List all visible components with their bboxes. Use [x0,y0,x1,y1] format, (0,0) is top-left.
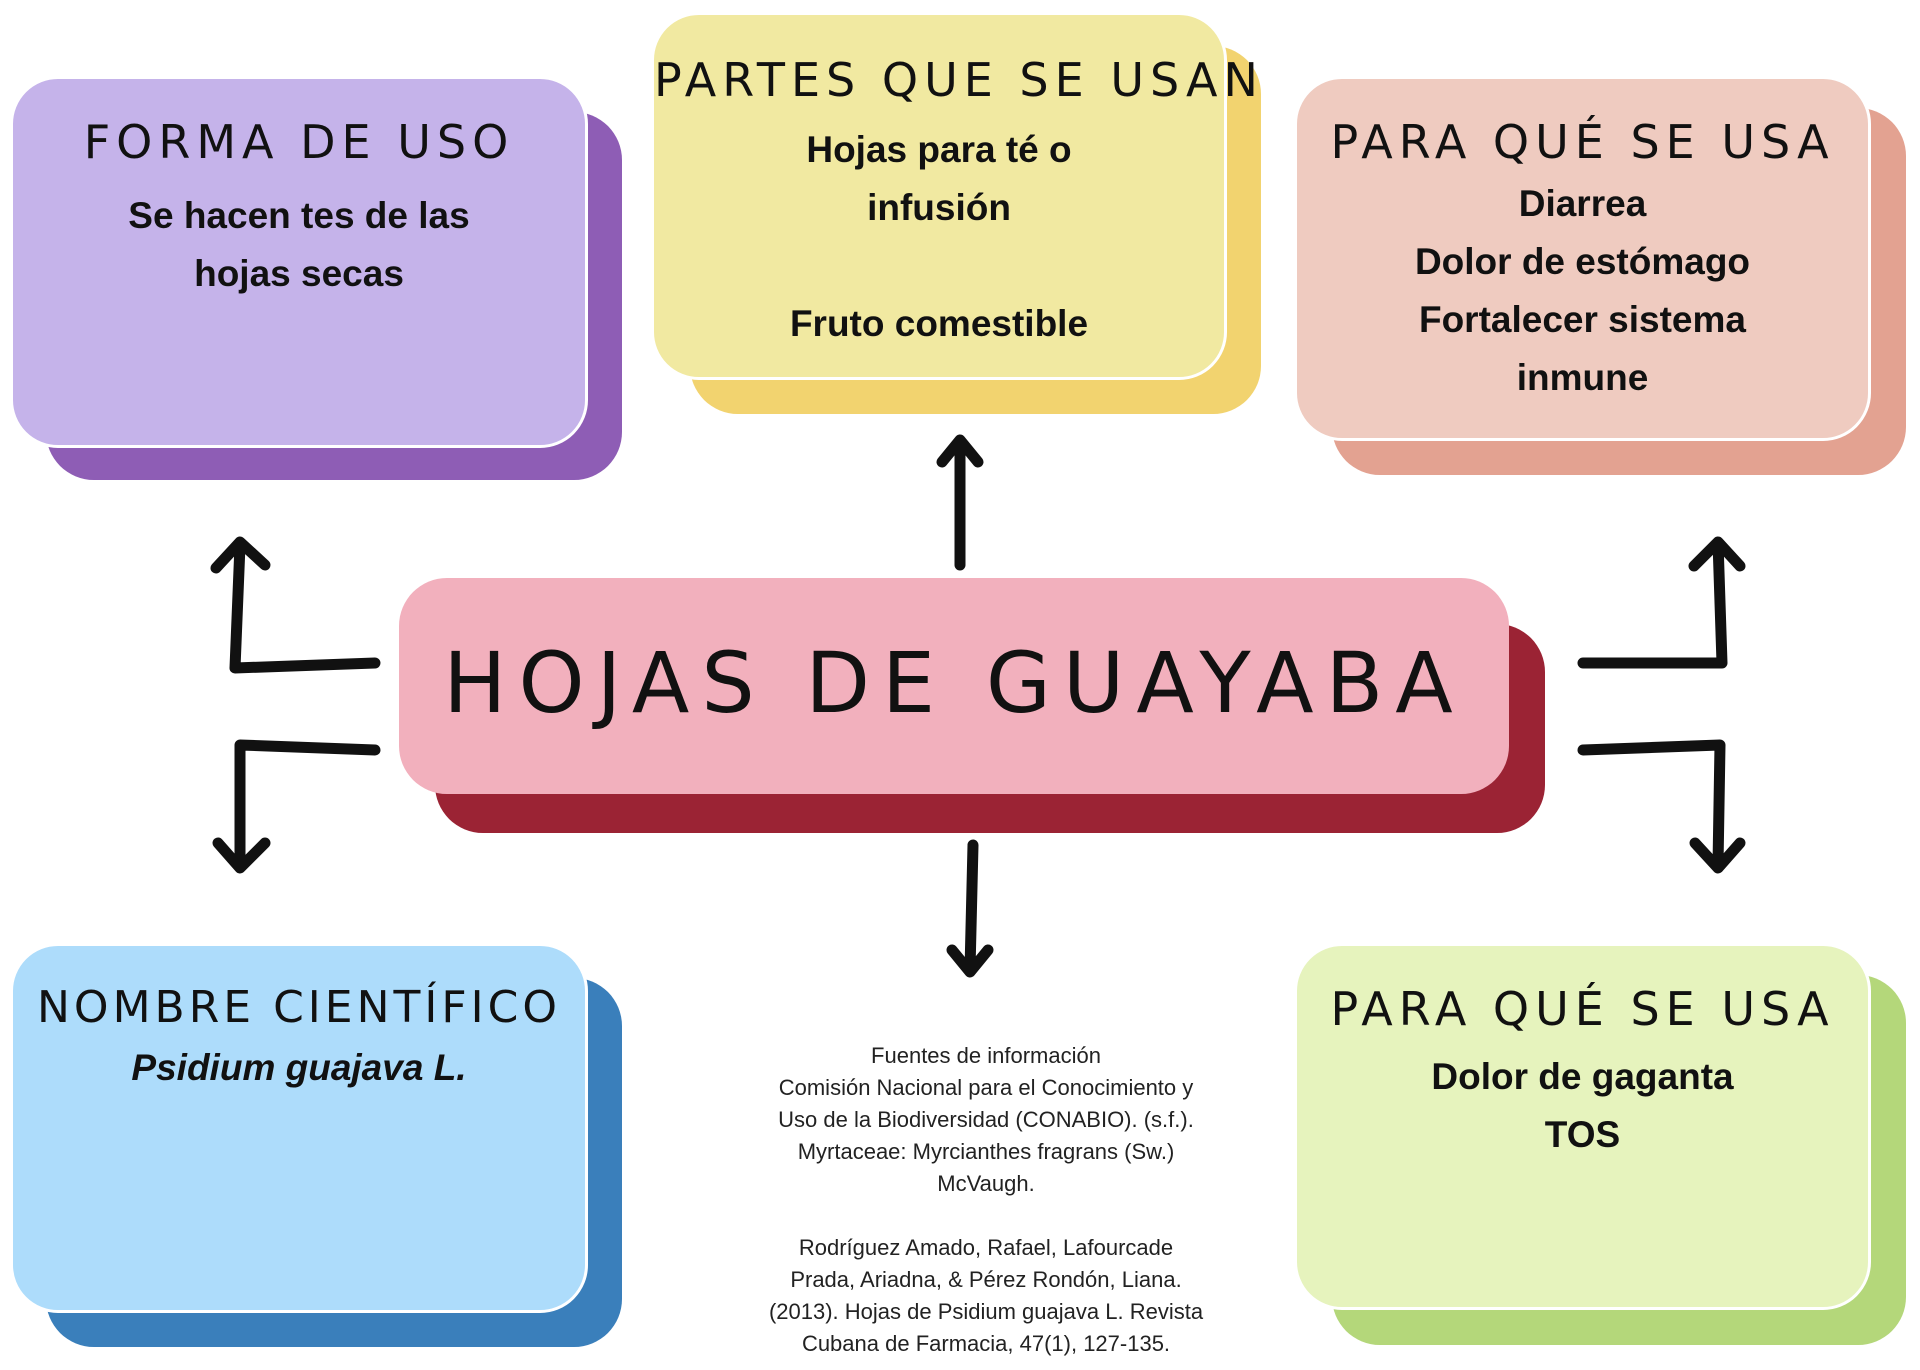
source-line: Fuentes de información [871,1043,1101,1068]
forma-de-uso-card: FORMA DE USO Se hacen tes de las hojas se… [10,76,588,448]
source-line: (2013). Hojas de Psidium guajava L. Revi… [768,1299,1204,1324]
card-text: infusión [867,187,1011,228]
center-card: HOJAS DE GUAYABA [399,578,1509,794]
arrow-up-left-icon [210,536,381,674]
arrow-up-icon [936,434,984,571]
source-line: Prada, Ariadna, & Pérez Rondón, Liana. [790,1267,1182,1292]
card-text: Fortalecer sistema [1418,299,1746,340]
card-text: inmune [1516,357,1649,398]
source-line [736,1200,1236,1232]
source-line: Comisión Nacional para el Conocimiento y [778,1075,1194,1100]
card-title: PARA QUÉ SE USA [1330,115,1835,169]
arrow-down-icon [946,839,994,978]
card-title: PARTES QUE SE USAN [654,53,1264,107]
source-line: Uso de la Biodiversidad (CONABIO). (s.f.… [778,1107,1194,1132]
source-line: Cubana de Farmacia, 47(1), 127-135. [801,1331,1171,1356]
card-text: Fruto comestible [789,303,1089,344]
card-text: Dolor de gaganta [1431,1056,1734,1097]
card-title: NOMBRE CIENTÍFICO [37,982,561,1033]
card-text: hojas secas [194,253,404,294]
card-text: Hojas para té o [806,129,1072,170]
card-text: Psidium guajava L. [131,1047,467,1088]
arrow-up-right-icon [1577,536,1746,669]
card-text: Se hacen tes de las [128,195,470,236]
partes-card: PARTES QUE SE USAN Hojas para té o infusi… [651,12,1264,380]
card-text: TOS [1544,1114,1621,1155]
source-line: Rodríguez Amado, Rafael, Lafourcade [798,1235,1174,1260]
source-line: Myrtaceae: Myrcianthes fragrans (Sw.) [797,1139,1175,1164]
arrow-down-left-icon [212,739,381,874]
center-title: HOJAS DE GUAYABA [443,634,1465,732]
card-title: PARA QUÉ SE USA [1330,982,1835,1036]
nombre-cientifico-card: NOMBRE CIENTÍFICO Psidium guajava L. [10,943,588,1313]
source-line: McVaugh. [937,1171,1035,1196]
card-title: FORMA DE USO [83,115,515,169]
sources-text: Fuentes de información Comisión Nacional… [736,1040,1236,1360]
card-text: Diarrea [1518,183,1647,224]
arrow-down-right-icon [1577,739,1746,874]
card-text: Dolor de estómago [1414,241,1751,282]
